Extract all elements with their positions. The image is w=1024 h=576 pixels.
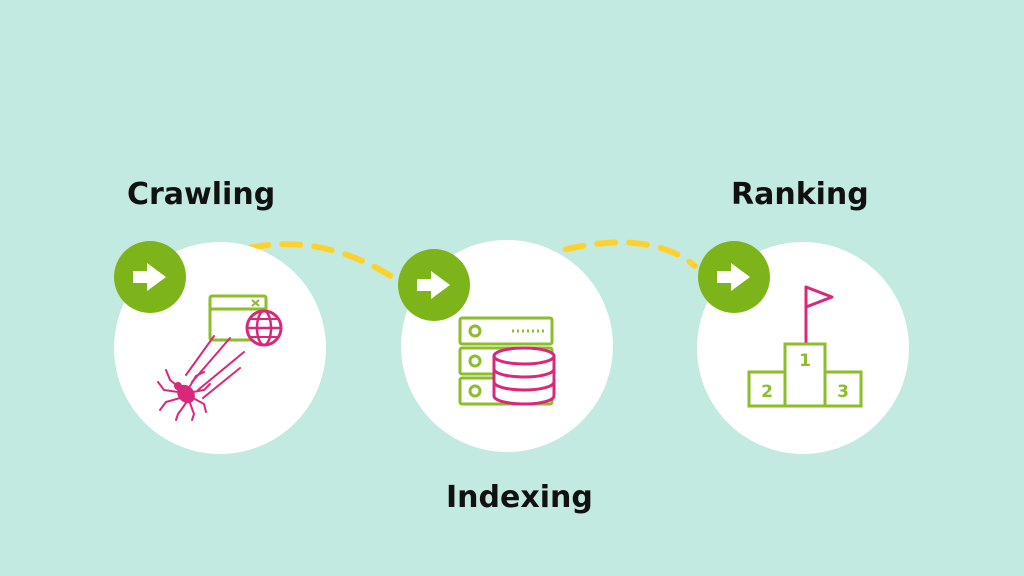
podium-second-place: 2 bbox=[761, 382, 773, 402]
podium-third-place: 3 bbox=[837, 382, 849, 402]
arrow-badge-ranking bbox=[698, 241, 770, 313]
flag-icon bbox=[804, 285, 834, 344]
arrow-right-icon bbox=[133, 263, 166, 291]
database-icon bbox=[492, 346, 556, 406]
podium-icon bbox=[747, 342, 863, 408]
step-label-crawling: Crawling bbox=[127, 177, 276, 212]
globe-icon bbox=[245, 309, 283, 347]
step-label-ranking: Ranking bbox=[731, 177, 869, 212]
arrow-badge-crawling bbox=[114, 241, 186, 313]
spider-icon bbox=[157, 335, 245, 421]
dashed-path bbox=[187, 239, 698, 286]
step-label-indexing: Indexing bbox=[446, 480, 593, 515]
arrow-right-icon bbox=[717, 263, 750, 291]
arrow-right-icon bbox=[417, 271, 450, 299]
arrow-badge-indexing bbox=[398, 249, 470, 321]
podium-first-place: 1 bbox=[799, 351, 811, 371]
